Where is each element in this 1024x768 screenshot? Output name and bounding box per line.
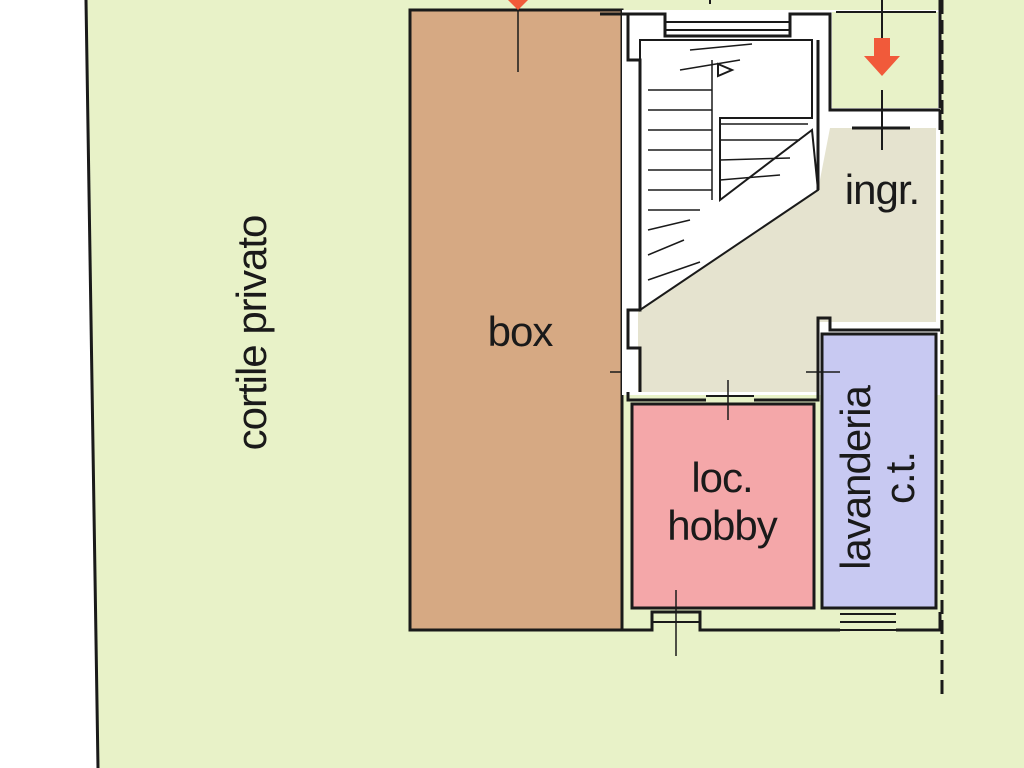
top-window-lines — [665, 21, 790, 31]
box-room — [408, 8, 650, 632]
stair-treads — [647, 89, 712, 281]
entrance-dimension-ticks — [709, 0, 936, 150]
common-area — [638, 128, 936, 392]
entry-arrows — [508, 0, 900, 76]
box-label: box — [488, 308, 554, 355]
bottom-wall — [410, 610, 942, 632]
bottom-wall-line — [410, 610, 942, 632]
stair-outline — [639, 39, 820, 312]
courtyard-label: cortile privato — [228, 216, 275, 451]
staircase-icon — [639, 39, 820, 312]
top-window — [665, 0, 936, 150]
stair-center-rail — [679, 43, 753, 200]
hobby-label-line-1: loc. — [691, 454, 752, 501]
outer-wall-top — [600, 12, 940, 112]
entrance-label: ingr. — [845, 166, 919, 213]
stair-upper-flight — [719, 123, 808, 181]
arrow-down-icon — [864, 38, 900, 76]
laundry-fill — [820, 332, 938, 610]
laundry-label-line-1: lavanderia — [832, 384, 879, 569]
common-bottom-wall — [626, 316, 940, 402]
arrow-down-icon — [508, 0, 528, 10]
hobby-fill — [630, 402, 816, 610]
hobby-room — [630, 380, 816, 656]
common-area-fill — [638, 128, 936, 392]
laundry-label-line-2: c.t. — [876, 452, 923, 504]
stair-left-wall — [626, 14, 642, 392]
courtyard-border-left — [84, 0, 100, 768]
hobby-label-line-2: hobby — [667, 502, 777, 549]
stair-arrow-head — [717, 62, 735, 78]
box-fill — [408, 8, 624, 632]
bottom-window — [840, 613, 896, 631]
laundry-room — [806, 332, 938, 610]
